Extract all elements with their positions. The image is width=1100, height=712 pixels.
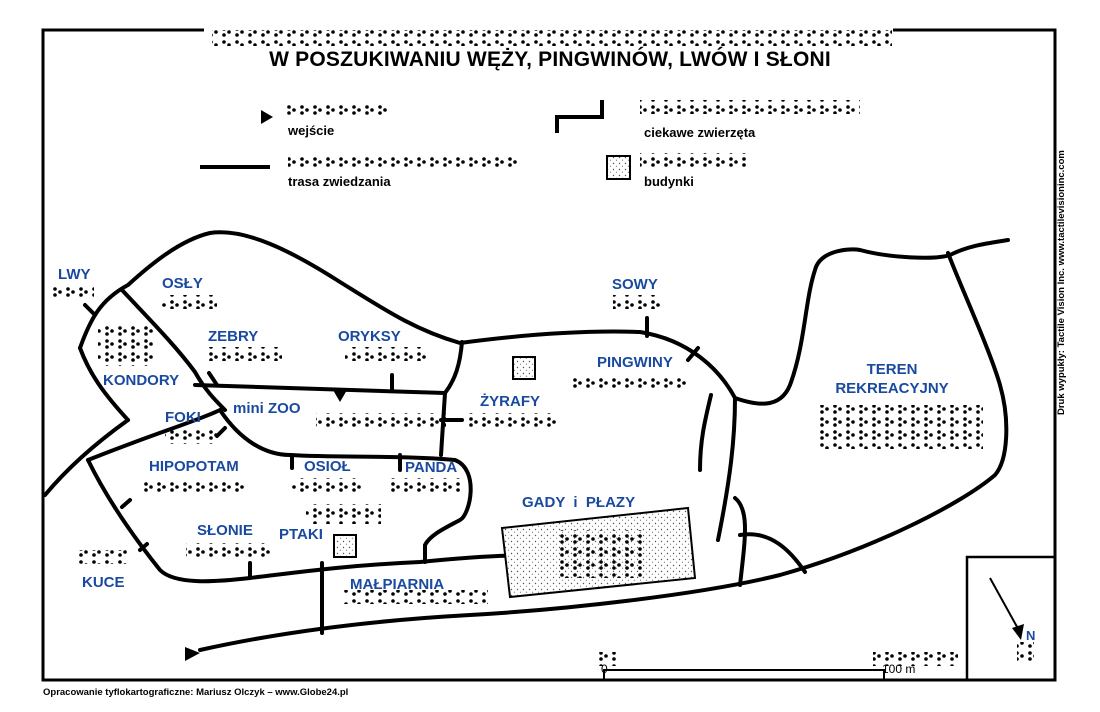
credit-text: Opracowanie tyflokartograficzne: Mariusz… xyxy=(43,687,349,698)
braille-zebry xyxy=(207,347,282,361)
braille-legend-entrance xyxy=(287,103,391,117)
braille-panda xyxy=(391,478,461,492)
braille-osiol xyxy=(292,478,364,492)
north-arrow-head xyxy=(1012,624,1024,640)
entrance-legend-icon xyxy=(261,110,273,124)
label-oryksy: ORYKSY xyxy=(338,328,401,345)
braille-teren xyxy=(818,405,983,449)
braille-title xyxy=(212,30,892,46)
north-box xyxy=(965,555,1055,680)
braille-sowy xyxy=(613,295,663,309)
entrance-mini-zoo-icon xyxy=(333,390,347,402)
label-osiol: OSIOŁ xyxy=(304,458,351,475)
legend-entrance-label: wejście xyxy=(288,123,335,138)
label-zebry: ZEBRY xyxy=(208,328,259,345)
braille-scale-100 xyxy=(873,652,958,666)
building-zyrafy xyxy=(512,356,536,380)
scale-bar xyxy=(603,669,885,680)
label-lwy: LWY xyxy=(58,266,91,283)
label-ptaki: PTAKI xyxy=(279,526,323,543)
label-pingwiny: PINGWINY xyxy=(597,354,673,371)
braille-legend-buildings xyxy=(640,153,746,167)
label-teren-line1: TEREN xyxy=(866,361,918,378)
label-malpiarnia: MAŁPIARNIA xyxy=(350,576,445,593)
braille-oryksy xyxy=(345,347,430,361)
north-label: N xyxy=(1026,628,1036,643)
braille-legend-animals xyxy=(640,100,860,114)
north-arrow xyxy=(989,577,1022,635)
braille-lwy xyxy=(52,286,94,300)
braille-foki xyxy=(165,430,220,444)
route-network xyxy=(43,230,1010,652)
label-kuce: KUCE xyxy=(82,574,125,591)
label-gady: GADY i PŁAZY xyxy=(522,494,636,511)
braille-ptaki xyxy=(306,504,381,524)
braille-slonie xyxy=(186,543,271,557)
label-hipopotam: HIPOPOTAM xyxy=(149,458,239,475)
braille-pingwiny xyxy=(570,375,690,389)
scale-zero-label: 0 xyxy=(601,662,608,676)
building-ptaki xyxy=(333,534,357,558)
label-foki: FOKI xyxy=(165,409,201,426)
braille-zyrafy xyxy=(465,413,557,427)
braille-kondory xyxy=(98,326,153,366)
braille-kuce xyxy=(76,550,131,564)
label-mini-zoo: mini ZOO xyxy=(233,400,301,417)
label-kondory: KONDORY xyxy=(103,372,180,389)
legend-animals-label: ciekawe zwierzęta xyxy=(644,125,756,140)
braille-scale-0 xyxy=(597,652,617,666)
entrance-main-icon xyxy=(185,647,200,661)
label-teren-line2: REKREACYJNY xyxy=(835,380,949,397)
map-frame xyxy=(41,28,1057,682)
legend-buildings-label: budynki xyxy=(644,174,694,189)
map-title: W POSZUKIWANIU WĘŻY, PINGWINÓW, LWÓW I S… xyxy=(269,48,831,71)
braille-gady xyxy=(557,530,642,578)
braille-malpiarnia xyxy=(343,590,488,604)
legend-route-label: trasa zwiedzania xyxy=(288,174,391,189)
braille-hipopotam xyxy=(140,480,245,494)
scale-end-label: 100 m xyxy=(882,662,916,676)
braille-osly xyxy=(162,295,217,309)
label-sowy: SOWY xyxy=(612,276,658,293)
braille-legend-route xyxy=(288,155,520,169)
label-panda: PANDA xyxy=(405,459,458,476)
building-legend-icon xyxy=(606,155,631,180)
label-zyrafy: ŻYRAFY xyxy=(480,393,540,410)
label-slonie: SŁONIE xyxy=(197,522,253,539)
braille-mini-zoo xyxy=(316,413,446,427)
animals-legend-icon xyxy=(555,100,604,133)
braille-north xyxy=(1017,642,1034,664)
label-osly: OSŁY xyxy=(162,275,203,292)
braille-labels xyxy=(52,286,1034,666)
print-credit-text: Druk wypukły: Tactile Vision Inc. www.ta… xyxy=(1056,150,1067,415)
